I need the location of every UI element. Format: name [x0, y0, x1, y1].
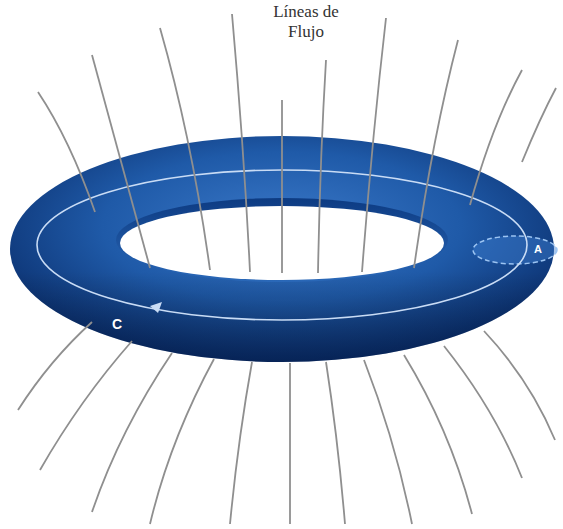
flux-line: [150, 359, 214, 524]
flux-line: [470, 70, 522, 205]
flux-line: [414, 40, 458, 268]
flux-lines: [18, 14, 556, 524]
flux-line: [281, 100, 283, 273]
flux-line: [364, 360, 412, 524]
flux-line: [92, 55, 150, 268]
flux-line: [289, 363, 291, 524]
flux-line: [232, 14, 250, 272]
cross-section-a: [473, 236, 557, 264]
flux-line: [404, 355, 472, 514]
torus: [10, 136, 557, 362]
path-label: C: [112, 316, 122, 333]
flux-line: [38, 92, 95, 212]
flux-line: [18, 322, 92, 410]
flux-line: [362, 18, 386, 272]
flux-line: [40, 341, 132, 470]
flux-line: [326, 362, 345, 524]
flux-label: Líneas de Flujo: [258, 2, 354, 43]
area-label: A: [534, 243, 542, 256]
flux-line: [484, 331, 555, 440]
flux-line: [444, 346, 522, 478]
flux-line: [160, 28, 210, 270]
flux-line: [522, 88, 556, 162]
flux-line: [318, 60, 326, 273]
flux-line: [230, 362, 252, 524]
path-arrow: [150, 302, 162, 313]
